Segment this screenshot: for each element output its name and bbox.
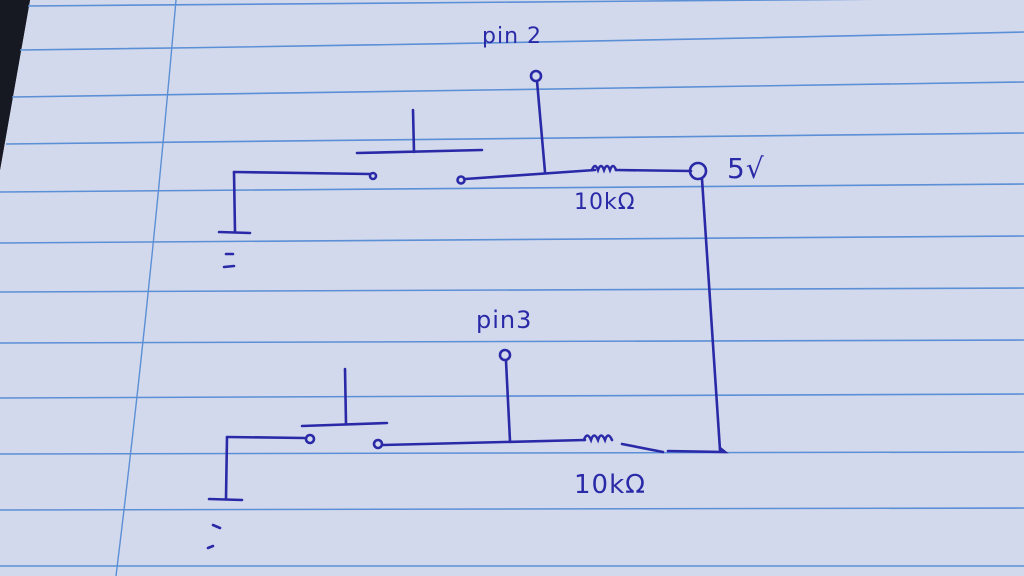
margin-line [115,0,177,576]
wire-1-left [232,170,372,176]
ink-strokes [206,69,729,550]
ground-2-wire [224,435,229,500]
switch-2-bar [300,421,389,428]
background-corner [0,0,30,170]
vcc-label: 5√ [727,152,765,185]
resistor-2-label: 10kΩ [574,470,647,500]
ground-2-dashes [206,523,222,550]
vcc-terminal [688,161,708,181]
pin3-wire [504,359,512,443]
wire-2-to-rail [620,442,729,454]
pin2-wire [535,79,547,174]
wire-to-5v [614,168,693,173]
switch-2-plunger [343,367,348,426]
ground-1-wire [232,170,237,234]
switch-2-contact-left [304,433,316,445]
pin3-terminal [498,348,512,362]
vcc-rail [700,177,722,452]
ground-2-symbol [207,497,244,502]
switch-1-bar [355,148,484,155]
pin3-label: pin3 [476,306,533,334]
wire-2-left [225,435,306,440]
switch-2-contact-right [372,438,384,450]
pin2-label: pin 2 [482,24,543,49]
ground-1-symbol [217,230,252,235]
resistor-2 [582,434,614,444]
switch-1-plunger [411,108,416,154]
resistor-1-label: 10kΩ [574,190,636,215]
switch-1-contact-left [368,171,378,181]
resistor-1 [590,164,618,174]
ground-1-dashes [222,252,236,269]
wire-2-right [381,438,587,447]
wire-1-right [463,168,597,181]
